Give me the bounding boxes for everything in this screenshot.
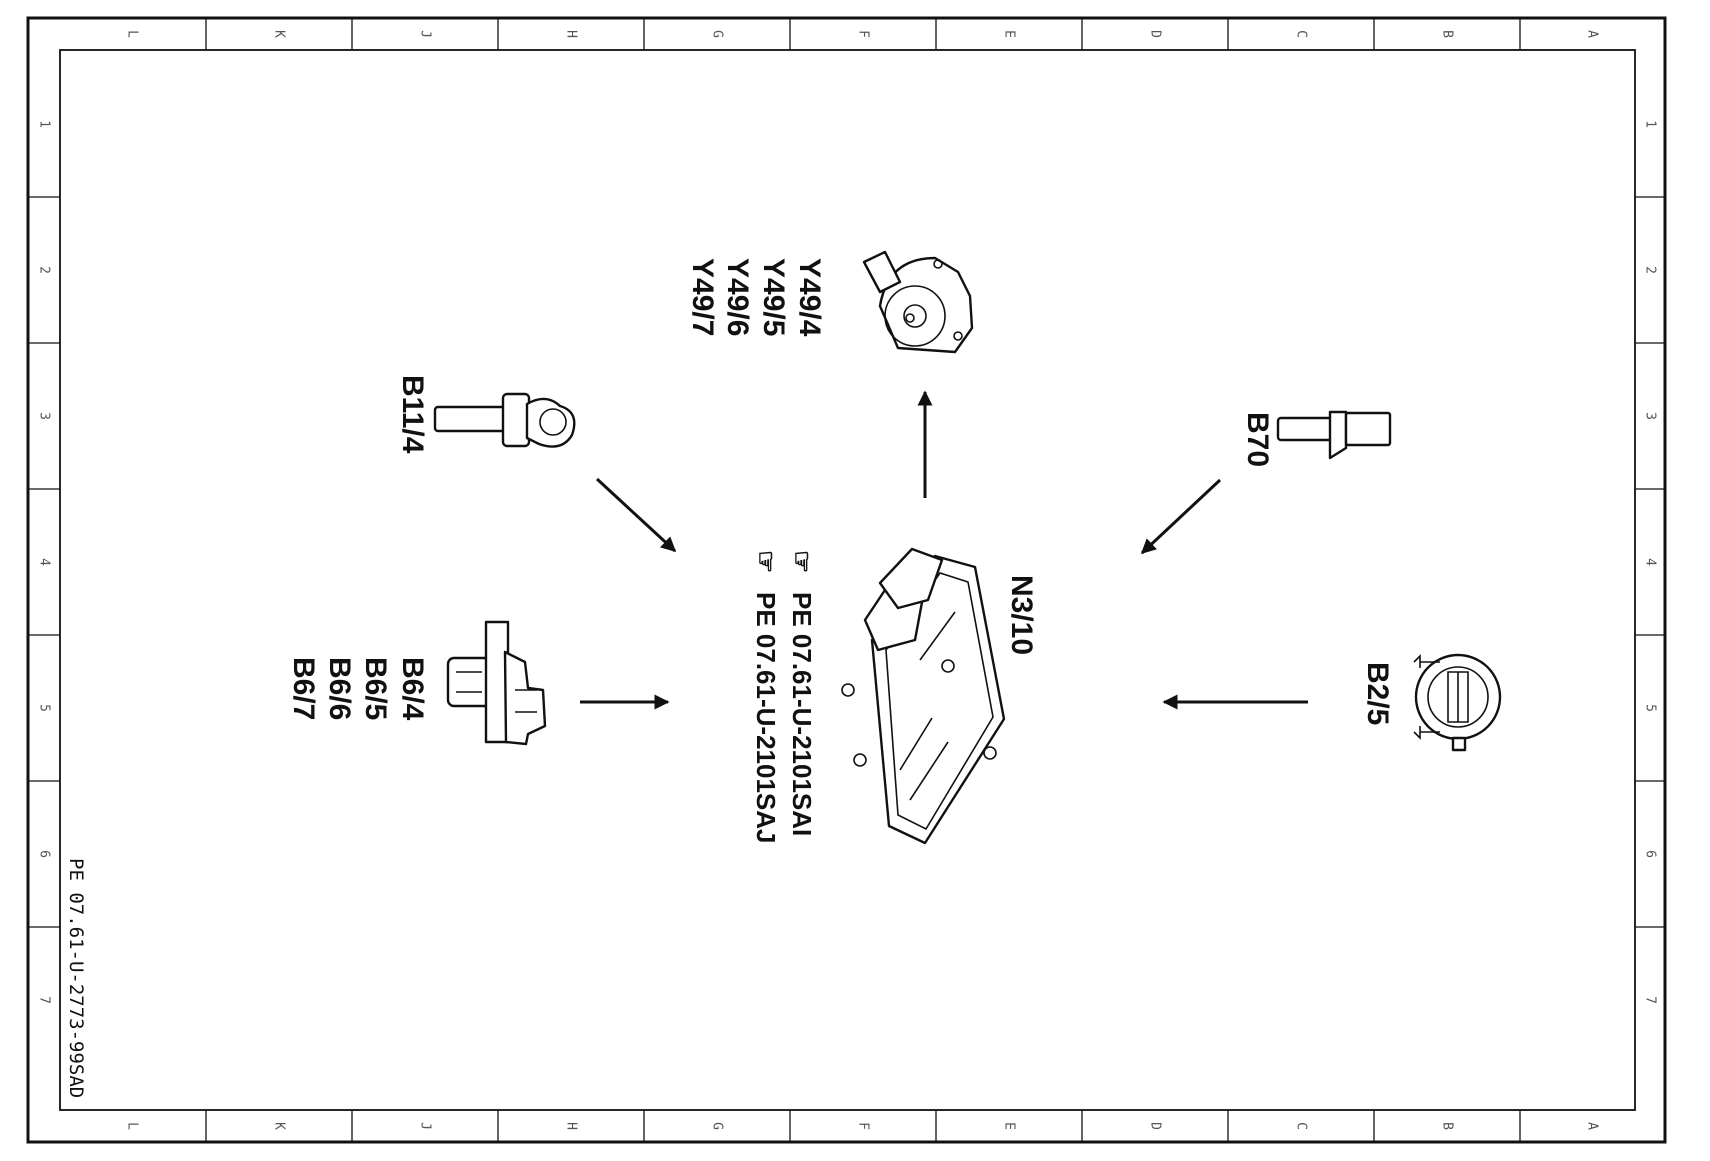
drawing-number: PE 07.61-U-2773-99SAD: [65, 858, 87, 1098]
actuator-label-2: Y49/5: [757, 258, 790, 336]
row-label: 2: [1643, 266, 1658, 274]
sensor-b6-label-4: B6/7: [287, 657, 320, 720]
col-label: J: [418, 30, 433, 38]
col-label: E: [1002, 1122, 1017, 1130]
row-label: 5: [37, 704, 52, 712]
row-label: 2: [37, 266, 52, 274]
row-label: 4: [1643, 558, 1658, 566]
sensor-b70: [1276, 410, 1392, 460]
control-unit-label: N3/10: [1005, 575, 1038, 655]
col-label: A: [1585, 1122, 1600, 1130]
col-label: B: [1440, 30, 1455, 38]
row-label: 3: [1643, 412, 1658, 420]
col-label: G: [710, 1122, 725, 1130]
actuator-label-1: Y49/4: [793, 258, 826, 337]
inner-frame: [59, 49, 1636, 1111]
control-unit-ref-1: PE 07.61-U-2101SAI: [787, 592, 817, 836]
col-label: L: [125, 30, 140, 38]
row-label: 7: [1643, 996, 1658, 1004]
col-label: A: [1585, 30, 1600, 38]
outer-frame: [26, 16, 1667, 1144]
column-labels-bottom: L K J H G F E D C B A: [125, 1122, 1600, 1130]
col-label: J: [418, 1122, 433, 1130]
col-label: L: [125, 1122, 140, 1130]
row-label: 4: [37, 558, 52, 566]
row-label: 5: [1643, 704, 1658, 712]
arrow-icon: [1140, 478, 1222, 555]
sensor-b6-label-3: B6/6: [323, 657, 356, 720]
control-unit-ref-2: PE 07.61-U-2101SAJ: [751, 592, 781, 843]
col-label: D: [1148, 1122, 1163, 1130]
col-label: K: [272, 30, 287, 38]
actuator-y49: [862, 250, 974, 354]
sensor-b2-5: [1413, 653, 1502, 752]
row-labels-left: 1 2 3 4 5 6 7: [37, 120, 52, 1004]
row-labels-right: 1 2 3 4 5 6 7: [1643, 120, 1658, 1004]
actuator-label-4: Y49/7: [686, 258, 719, 336]
pointing-hand-icon: ☞: [751, 550, 781, 573]
column-labels-top: L K J H G F E D C B A: [125, 30, 1600, 38]
col-label: H: [564, 1122, 579, 1130]
row-label: 1: [37, 120, 52, 128]
row-label: 7: [37, 996, 52, 1004]
row-label: 6: [1643, 850, 1658, 858]
actuator-label-3: Y49/6: [721, 258, 754, 336]
column-dividers: [205, 18, 1521, 1142]
sensor-b6-label-2: B6/5: [359, 657, 392, 720]
row-label: 6: [37, 850, 52, 858]
pointing-hand-icon: ☞ ☞: [751, 550, 817, 573]
col-label: C: [1294, 1122, 1309, 1130]
col-label: C: [1294, 30, 1309, 38]
col-label: F: [856, 1122, 871, 1130]
control-unit-n3-10: [841, 547, 1006, 845]
sensor-b6-label-1: B6/4: [396, 657, 429, 721]
col-label: H: [564, 30, 579, 38]
arrow-icon: [580, 390, 1308, 710]
sensor-b11-4: [433, 392, 576, 448]
sensor-b11-4-label: B11/4: [396, 375, 429, 454]
col-label: F: [856, 30, 871, 38]
col-label: K: [272, 1122, 287, 1130]
col-label: D: [1148, 30, 1163, 38]
col-label: G: [710, 30, 725, 38]
row-dividers: [28, 196, 1665, 928]
arrow-icon: [595, 477, 677, 553]
col-label: E: [1002, 30, 1017, 38]
row-label: 1: [1643, 120, 1658, 128]
sensor-b70-label: B70: [1241, 412, 1274, 467]
col-label: B: [1440, 1122, 1455, 1130]
row-label: 3: [37, 412, 52, 420]
pointing-hand-icon: ☞: [787, 550, 817, 573]
sensor-b6: [446, 620, 547, 746]
sensor-b2-5-label: B2/5: [1361, 662, 1394, 725]
